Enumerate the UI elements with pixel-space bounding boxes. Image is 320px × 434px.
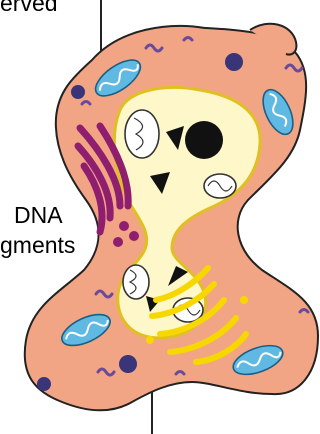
golgi-vesicle	[240, 296, 248, 304]
mitochondrion-in-nucleus	[123, 265, 149, 299]
er-vesicle	[113, 237, 123, 247]
golgi-vesicle	[146, 336, 154, 344]
lysosome	[119, 355, 137, 373]
er-vesicle	[129, 231, 139, 241]
er-vesicle	[119, 221, 129, 231]
lysosome	[37, 377, 51, 391]
chromatin-fragment	[185, 121, 223, 159]
lysosome	[71, 85, 85, 99]
mitochondrion-in-nucleus	[204, 174, 236, 198]
lysosome	[225, 53, 243, 71]
mitochondrion-in-nucleus	[125, 110, 159, 158]
